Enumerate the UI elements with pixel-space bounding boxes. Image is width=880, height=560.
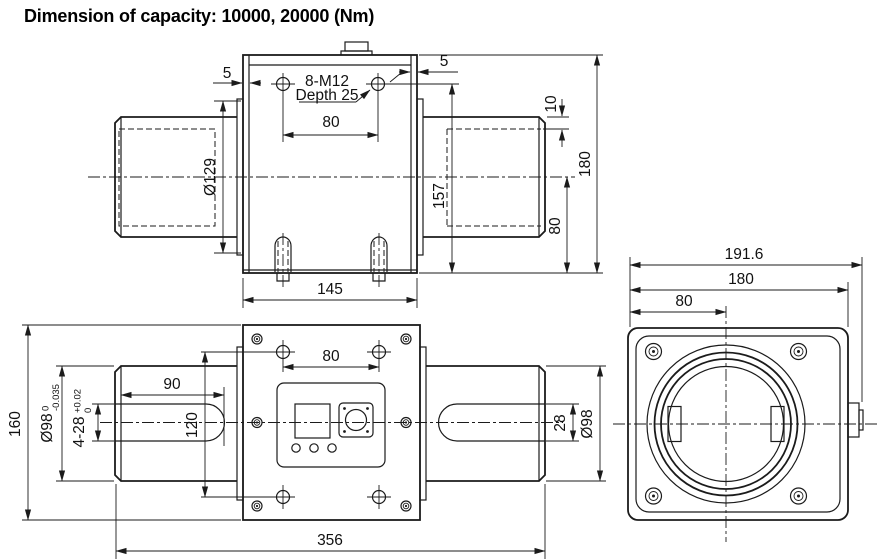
dim-80-top: 80 (282, 114, 379, 139)
side-connector (847, 402, 864, 438)
bolt-hole-top-right (366, 73, 392, 142)
dim-80-front: 80 (282, 348, 380, 371)
end-corner-bolt (644, 342, 808, 505)
dim-flange-5-left: 5 (213, 65, 261, 87)
panel-button (309, 443, 319, 453)
dim-120: 120 (184, 351, 271, 498)
dim-label-120: 120 (184, 412, 201, 438)
dim-label-5-right: 5 (440, 53, 449, 70)
dim-dia129: Ø129 (202, 100, 241, 254)
dim-label-dia129: Ø129 (202, 158, 219, 196)
bolt-hole-top-left (271, 73, 295, 142)
dim-label-dia98-left: Ø98 (39, 413, 56, 442)
panel-button (291, 443, 301, 453)
right-boss-flange-top (416, 98, 424, 256)
dim-label-160: 160 (7, 411, 24, 437)
top-connector (340, 41, 373, 55)
dim-28: 28 (546, 403, 579, 442)
dim-label-180-top: 180 (577, 151, 594, 177)
dim-label-28: 28 (552, 414, 569, 431)
front-view: 80 90 120 160 (7, 324, 606, 559)
bolt-spec-label: 8-M12 (305, 73, 349, 90)
dim-label-4-28: 4-28 (71, 416, 88, 447)
dim-label-90: 90 (163, 376, 181, 393)
dim-80-axis: 80 (547, 176, 571, 274)
dim-label-191-6: 191.6 (725, 246, 764, 263)
panel-button (327, 443, 337, 453)
dim-dia98-left: Ø98 0 -0.035 (39, 365, 114, 482)
connector-flange (338, 402, 374, 438)
dim-80-end: 80 (629, 293, 727, 316)
dim-label-dia98-right: Ø98 (579, 409, 596, 438)
dim-label-356: 356 (317, 532, 343, 549)
end-view: 191.6 180 80 (613, 246, 878, 542)
dim-label-180-end: 180 (728, 271, 754, 288)
bolt-hole-front (271, 340, 391, 509)
connector-socket (344, 408, 368, 432)
top-view: 5 5 8-M12 Depth 25 80 1 (88, 41, 603, 308)
dim-label-80-front: 80 (322, 348, 340, 365)
dim-keyway-4-28: 4-28 +0.02 0 (71, 389, 114, 448)
keyway-tol-lower: 0 (83, 408, 94, 413)
left-boss-flange-front (236, 346, 244, 501)
dim-label-80-axis: 80 (547, 217, 564, 235)
bolt-depth-label: Depth 25 (296, 87, 359, 104)
dim-90: 90 (120, 376, 225, 446)
dim-191-6: 191.6 (629, 246, 863, 402)
dim-dia98-right: Ø98 (546, 365, 606, 482)
right-shaft-front (426, 365, 546, 482)
dim-label-157: 157 (431, 183, 448, 209)
right-boss-flange-front (419, 346, 427, 501)
dim-label-80-top: 80 (322, 114, 340, 131)
dim-180-top: 180 (419, 54, 603, 274)
keyway-tol-upper: +0.02 (73, 389, 84, 413)
dim-10: 10 (543, 95, 569, 147)
dim-label-5-left: 5 (223, 65, 232, 82)
dim-356: 356 (115, 484, 546, 559)
dim-label-80-end: 80 (675, 293, 693, 310)
hidden-stud-left (274, 233, 292, 287)
dia98-tol-upper: 0 (41, 406, 52, 411)
dim-label-10: 10 (543, 95, 560, 113)
hidden-stud-right (370, 233, 388, 287)
dim-180-end: 180 (629, 271, 849, 327)
dia98-tol-lower: -0.035 (51, 384, 62, 411)
display-window (294, 403, 331, 439)
drawing-title: Dimension of capacity: 10000, 20000 (Nm) (24, 6, 375, 26)
dim-157: 157 (392, 83, 459, 274)
dim-145: 145 (242, 278, 418, 308)
dim-label-145: 145 (317, 281, 343, 298)
bolt-callout: 8-M12 Depth 25 (296, 73, 371, 104)
dim-flange-5-right: 5 (389, 53, 458, 83)
instrument-panel (276, 382, 386, 468)
dim-160: 160 (7, 324, 241, 521)
